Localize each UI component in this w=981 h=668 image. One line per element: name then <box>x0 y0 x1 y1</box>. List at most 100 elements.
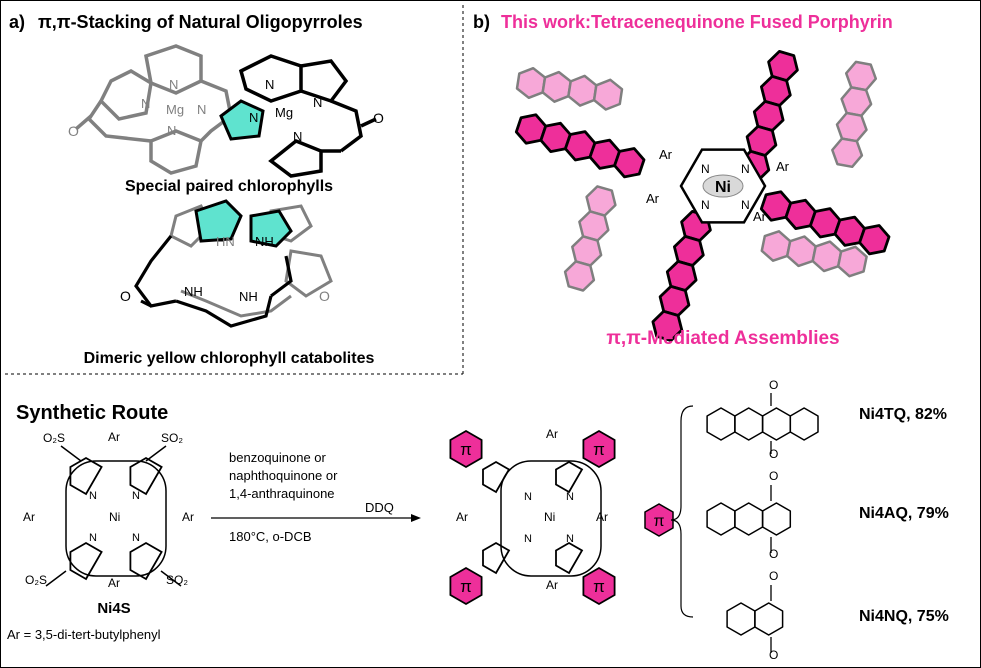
ar-b2: Ar <box>776 159 790 174</box>
light-acene-top-left <box>567 74 598 107</box>
product-pyrrole-2 <box>555 460 584 494</box>
ni-ni4s: Ni <box>109 510 120 524</box>
n-ni4s-2: N <box>132 490 140 502</box>
atom-n-black-2: N <box>313 95 322 110</box>
n-ni4s-4: N <box>132 532 140 544</box>
o-nq-bottom: O <box>769 648 778 662</box>
reaction-arrow-head <box>411 514 421 522</box>
n-atom-b1: N <box>701 162 710 176</box>
reagent-line-3: 1,4-anthraquinone <box>229 486 335 501</box>
atom-hn-1: HN <box>216 234 235 249</box>
n-prod-4: N <box>566 533 574 545</box>
o-tq-top: O <box>769 378 778 392</box>
product-pyrrole-3 <box>482 541 511 575</box>
o-nq-top: O <box>769 569 778 583</box>
ni4s-pyrrole-3 <box>69 541 103 581</box>
ni4s-pyrrole-4 <box>129 541 163 581</box>
n-prod-1: N <box>524 491 532 503</box>
atom-n-black-1: N <box>265 77 274 92</box>
catabolite-black-structure <box>134 235 293 328</box>
product-ni4aq: Ni4AQ, 79% <box>859 505 949 522</box>
pi-hexagon-key-label: π <box>653 513 664 530</box>
atom-n-gray-3: N <box>197 102 206 117</box>
light-acene-bottom-right <box>760 230 792 262</box>
atom-nh-2: NH <box>239 289 258 304</box>
n-atom-b2: N <box>741 162 750 176</box>
ar-b1: Ar <box>659 147 673 162</box>
atom-n-black-4: N <box>293 129 302 144</box>
atom-nh-1: NH <box>184 284 203 299</box>
product-pi-hexagon-1 <box>449 429 483 469</box>
pi-hexagon-key <box>644 503 674 537</box>
peripheral-acene-molecules <box>515 60 878 292</box>
reagent-line-1: benzoquinone or <box>229 450 327 465</box>
panel-a-tag: a) <box>9 12 25 32</box>
atom-mg-gray: Mg <box>166 102 184 117</box>
ni4s-sulfolene-bond-1 <box>60 445 82 462</box>
light-acene-bottom-right <box>811 240 843 273</box>
ar-prod-left: Ar <box>456 510 468 524</box>
o-tq-bottom: O <box>769 447 778 461</box>
n-ni4s-3: N <box>89 532 97 544</box>
ar-prod-bottom: Ar <box>546 578 558 592</box>
ar-prod-top: Ar <box>546 427 558 441</box>
reagent-line-2: naphthoquinone or <box>229 468 338 483</box>
product-pi-label-1: π <box>460 440 472 459</box>
so2-top-left: O₂S <box>43 431 65 445</box>
n-atom-b4: N <box>741 198 750 212</box>
cyan-pyrrole-ring <box>219 99 265 141</box>
light-acene-top-left <box>515 66 547 100</box>
ar-ni4s-left: Ar <box>23 510 35 524</box>
magenta-arm-left <box>613 147 646 179</box>
cyan-ring-right <box>249 209 293 248</box>
synthetic-route-title: Synthetic Route <box>16 402 168 424</box>
n-prod-3: N <box>524 533 532 545</box>
n-ni4s-1: N <box>89 490 97 502</box>
panel-b: b) This work:Tetracenequinone Fused Porp… <box>473 12 893 349</box>
anthraquinone-ring <box>706 502 736 536</box>
light-acene-top-right <box>835 111 868 143</box>
tetracenequinone-ring <box>789 407 819 441</box>
anthraquinone-ring <box>761 502 792 536</box>
product-ni4tq: Ni4TQ, 82% <box>859 406 947 423</box>
o-aq-bottom: O <box>769 547 778 561</box>
ar-ni4s-right: Ar <box>182 510 194 524</box>
caption-special-paired: Special paired chlorophylls <box>125 178 333 195</box>
atom-o-catabolite-left: O <box>120 288 131 304</box>
atom-n-gray-2: N <box>169 77 178 92</box>
product-ni4nq: Ni4NQ, 75% <box>859 608 949 625</box>
anthraquinone-ring <box>734 502 764 536</box>
magenta-arm-right <box>858 224 891 256</box>
atom-n-gray-1: N <box>141 96 150 111</box>
ni-center-ellipse <box>702 174 744 198</box>
panel-b-title: This work:Tetracenequinone Fused Porphyr… <box>501 12 893 32</box>
naphthoquinone-ring <box>754 602 784 636</box>
light-acene-top-left <box>541 70 572 103</box>
curly-brace <box>670 405 694 618</box>
chlorophyll-gray-structure <box>74 44 233 175</box>
tetracenequinone-ring <box>761 407 792 441</box>
ar-definition: Ar = 3,5-di-tert-butylphenyl <box>7 627 161 642</box>
tetracenequinone-ring <box>706 407 736 441</box>
ni4s-macrocycle <box>65 460 167 577</box>
tetracenequinone-ring <box>734 407 764 441</box>
light-acene-top-right <box>840 86 873 117</box>
product-pyrrole-4 <box>555 541 584 575</box>
reagent-ddq: DDQ <box>365 500 394 515</box>
ar-b3: Ar <box>646 191 660 206</box>
light-acene-bottom-left <box>563 260 596 292</box>
ni4s-sulfolene-bond-2 <box>145 445 167 462</box>
atom-o-catabolite-right: O <box>319 288 330 304</box>
atom-n-gray-4: N <box>167 123 176 138</box>
caption-dimeric: Dimeric yellow chlorophyll catabolites <box>84 350 375 367</box>
naphthoquinone-ring <box>726 602 756 636</box>
product-pi-label-2: π <box>593 440 605 459</box>
light-acene-bottom-right <box>785 235 817 268</box>
light-acene-top-right <box>844 60 878 92</box>
product-pi-hexagon-4 <box>582 566 616 606</box>
cyan-ring-left <box>194 199 243 243</box>
quinone-structures <box>706 393 819 653</box>
ni-prod: Ni <box>544 510 555 524</box>
